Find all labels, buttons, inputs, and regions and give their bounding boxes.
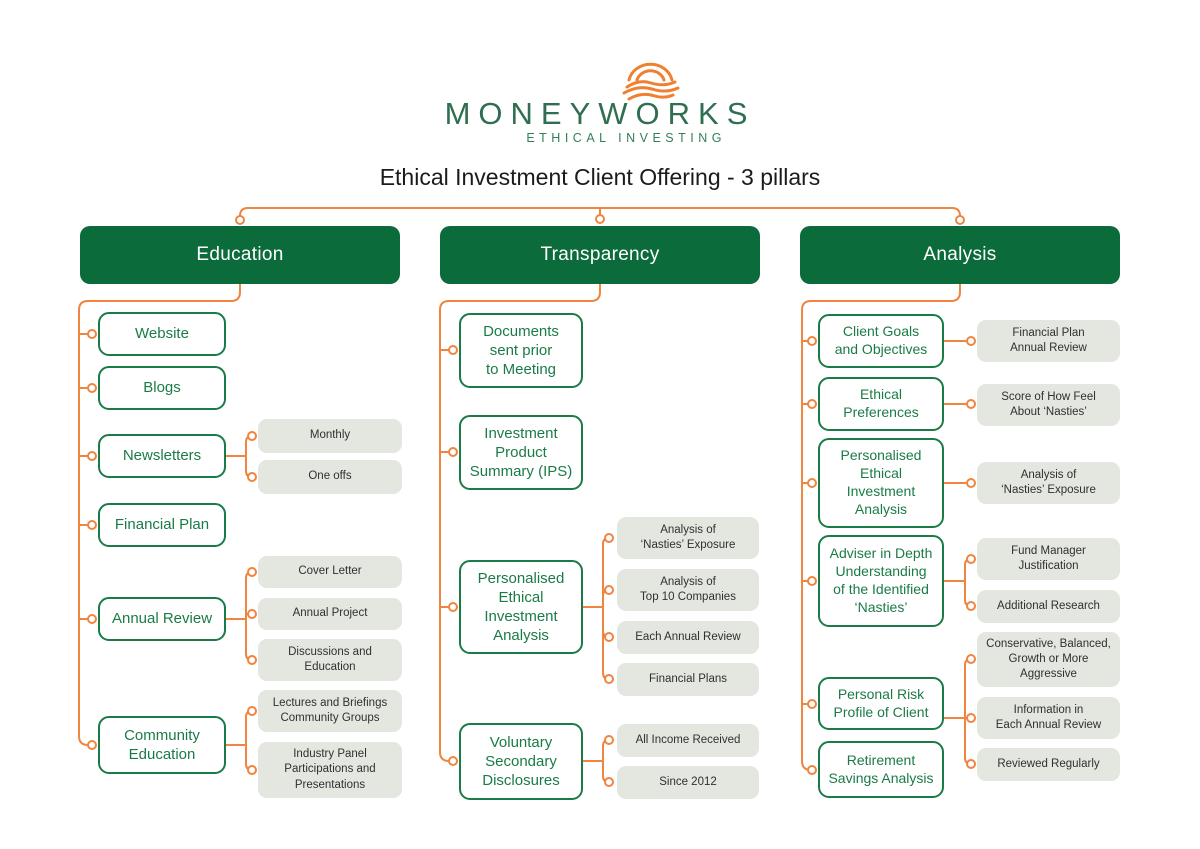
node-retirement-savings: Retirement Savings Analysis [818,741,944,798]
brand-name: MONEYWORKS [444,96,756,131]
diagram-title: Ethical Investment Client Offering - 3 p… [379,164,821,190]
node-website: Website [98,312,226,356]
child-financial-plans: Financial Plans [617,663,759,696]
child-fp-annual-review: Financial Plan Annual Review [977,320,1120,362]
node-documents-prior: Documents sent prior to Meeting [459,313,583,388]
child-monthly: Monthly [258,419,402,453]
node-annual-review: Annual Review [98,597,226,641]
child-annual-project: Annual Project [258,598,402,630]
pillar-education: Education [80,226,400,284]
node-voluntary-disclosures: Voluntary Secondary Disclosures [459,723,583,800]
node-client-goals: Client Goals and Objectives [818,314,944,368]
node-blogs: Blogs [98,366,226,410]
child-fund-manager-justification: Fund Manager Justification [977,538,1120,580]
child-since-2012: Since 2012 [617,766,759,799]
node-personalised-analysis-t: Personalised Ethical Investment Analysis [459,560,583,654]
node-community-education: Community Education [98,716,226,774]
pillar-analysis: Analysis [800,226,1120,284]
child-nasties-exposure-t: Analysis of ‘Nasties’ Exposure [617,517,759,559]
pillar-transparency: Transparency [440,226,760,284]
child-each-annual-review: Each Annual Review [617,621,759,654]
node-personalised-analysis-a: Personalised Ethical Investment Analysis [818,438,944,528]
node-personal-risk-profile: Personal Risk Profile of Client [818,677,944,730]
child-additional-research: Additional Research [977,590,1120,623]
child-nasties-exposure-a: Analysis of ‘Nasties’ Exposure [977,462,1120,504]
child-lectures-briefings: Lectures and Briefings Community Groups [258,690,402,732]
child-cover-letter: Cover Letter [258,556,402,588]
child-all-income-received: All Income Received [617,724,759,757]
child-score-how-feel: Score of How Feel About ‘Nasties’ [977,384,1120,426]
child-information-annual-review: Information in Each Annual Review [977,697,1120,739]
node-ethical-preferences: Ethical Preferences [818,377,944,431]
node-ips: Investment Product Summary (IPS) [459,415,583,490]
brand-tagline: ETHICAL INVESTING [526,131,726,145]
child-one-offs: One offs [258,460,402,494]
node-financial-plan: Financial Plan [98,503,226,547]
child-discussions-education: Discussions and Education [258,639,402,681]
child-top-10-companies: Analysis of Top 10 Companies [617,569,759,611]
child-industry-panel: Industry Panel Participations and Presen… [258,742,402,798]
child-conservative-balanced: Conservative, Balanced, Growth or More A… [977,632,1120,687]
node-newsletters: Newsletters [98,434,226,478]
child-reviewed-regularly: Reviewed Regularly [977,748,1120,781]
logo-arcs-icon [622,62,680,101]
node-adviser-understanding: Adviser in Depth Understanding of the Id… [818,535,944,627]
